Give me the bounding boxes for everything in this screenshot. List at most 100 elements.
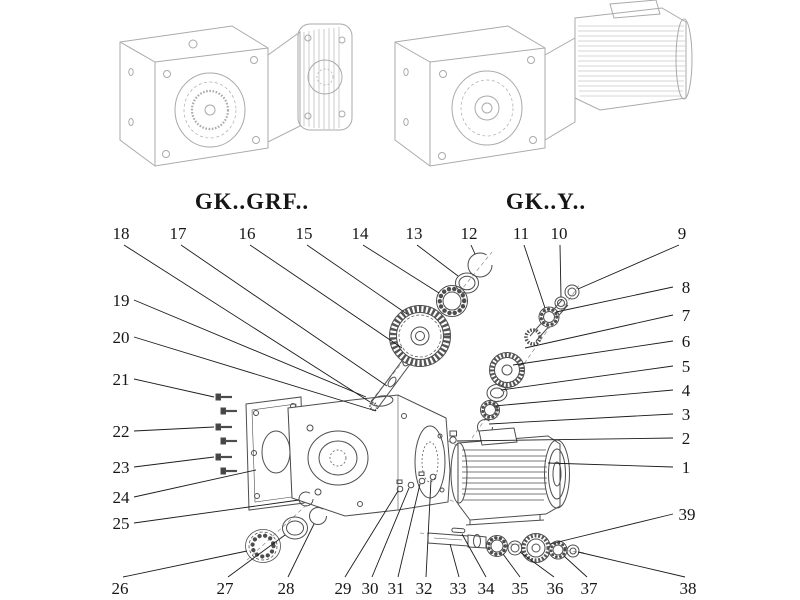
stack-bearing (480, 400, 500, 420)
callout-8: 8 (682, 278, 691, 297)
bevel-pinion-assembly (524, 284, 580, 346)
callout-24: 24 (113, 488, 131, 507)
callout-31: 31 (388, 579, 405, 598)
intermediate-gear (489, 352, 525, 388)
gearbox-y-drawing (394, 0, 693, 167)
mounting-bolts-left (215, 393, 237, 475)
shaft-key (451, 527, 466, 534)
callout-12: 12 (461, 224, 478, 243)
callout-17: 17 (170, 224, 188, 243)
callout-29: 29 (335, 579, 352, 598)
callout-36: 36 (547, 579, 564, 598)
output-bearing-a (486, 535, 508, 557)
callout-4: 4 (682, 381, 691, 400)
callout-9: 9 (678, 224, 687, 243)
shim-ring (486, 384, 508, 402)
output-side-seals (245, 491, 327, 563)
exploded-view (215, 252, 580, 563)
callout-19: 19 (113, 291, 130, 310)
input-pinion-shaft (369, 354, 413, 412)
callout-39: 39 (679, 505, 696, 524)
callout-30: 30 (362, 579, 379, 598)
leader-lines (122, 244, 686, 578)
shaft-seal (564, 284, 580, 300)
callout-28: 28 (278, 579, 295, 598)
bolt-icon (220, 467, 237, 475)
callout-6: 6 (682, 332, 691, 351)
callout-34: 34 (478, 579, 496, 598)
callout-1: 1 (682, 458, 691, 477)
gearbox-housing (287, 394, 451, 517)
variant-title-grf: GK..GRF.. (195, 189, 309, 214)
callout-11: 11 (513, 224, 529, 243)
callout-7: 7 (682, 306, 691, 325)
callout-2: 2 (682, 429, 691, 448)
bolt-icon (220, 437, 237, 445)
gearbox-grf-drawing (119, 23, 353, 167)
input-flange (297, 23, 353, 131)
snap-ring (309, 507, 327, 525)
callout-22: 22 (113, 422, 130, 441)
callout-37: 37 (581, 579, 599, 598)
callout-23: 23 (113, 458, 130, 477)
front-bore (174, 72, 246, 148)
bearing-ring (455, 272, 479, 294)
snap-ring (298, 491, 314, 507)
callout-13: 13 (406, 224, 423, 243)
oil-seal (282, 516, 308, 540)
callout-25: 25 (113, 514, 130, 533)
sleeve (507, 540, 523, 556)
output-gear (521, 533, 551, 563)
motor-body (574, 7, 687, 111)
bearing-cage (245, 529, 281, 563)
motor-adapter (544, 37, 576, 141)
callout-33: 33 (450, 579, 467, 598)
callout-18: 18 (113, 224, 130, 243)
callout-5: 5 (682, 357, 691, 376)
motor-fins (578, 25, 685, 97)
callout-16: 16 (239, 224, 256, 243)
callout-38: 38 (680, 579, 697, 598)
output-shaft-assembly (427, 527, 580, 563)
bolt-icon (215, 453, 232, 461)
adapter-fins (303, 27, 340, 129)
input-bearing-and-rings (436, 252, 493, 317)
callout-32: 32 (416, 579, 433, 598)
housing-outline (119, 25, 269, 167)
motor-fins (462, 449, 547, 501)
end-washer (566, 544, 580, 558)
callout-numbers: 18 17 16 15 14 13 12 11 10 9 19 20 21 22… (112, 224, 697, 598)
callout-21: 21 (113, 370, 130, 389)
electric-motor (450, 427, 570, 526)
output-shaft (427, 532, 469, 547)
adapter-block (267, 31, 301, 143)
bolt-icon (215, 423, 232, 431)
bolt-icon (220, 407, 237, 415)
callout-14: 14 (352, 224, 370, 243)
snap-ring (467, 252, 493, 278)
callout-10: 10 (551, 224, 568, 243)
bevel-bearing (538, 306, 560, 328)
fan-cover (675, 18, 693, 100)
bevel-pinion-teeth (524, 328, 542, 346)
callout-20: 20 (113, 328, 130, 347)
callout-15: 15 (296, 224, 313, 243)
callout-3: 3 (682, 405, 691, 424)
input-helical-gear (389, 305, 451, 367)
vent-plug (449, 430, 457, 444)
spacer-ring (473, 534, 481, 548)
variant-title-y: GK..Y.. (506, 189, 586, 214)
bolt-icon (215, 393, 232, 401)
variant-titles: GK..GRF.. GK..Y.. (195, 189, 586, 214)
callout-27: 27 (217, 579, 235, 598)
terminal-box (478, 427, 518, 446)
callout-26: 26 (112, 579, 129, 598)
housing-outline (394, 25, 546, 167)
motor-mounting-hardware (396, 471, 437, 493)
intermediate-gear-stack (477, 352, 525, 435)
motor-flange (450, 442, 468, 504)
front-bore (451, 70, 523, 146)
callout-35: 35 (512, 579, 529, 598)
